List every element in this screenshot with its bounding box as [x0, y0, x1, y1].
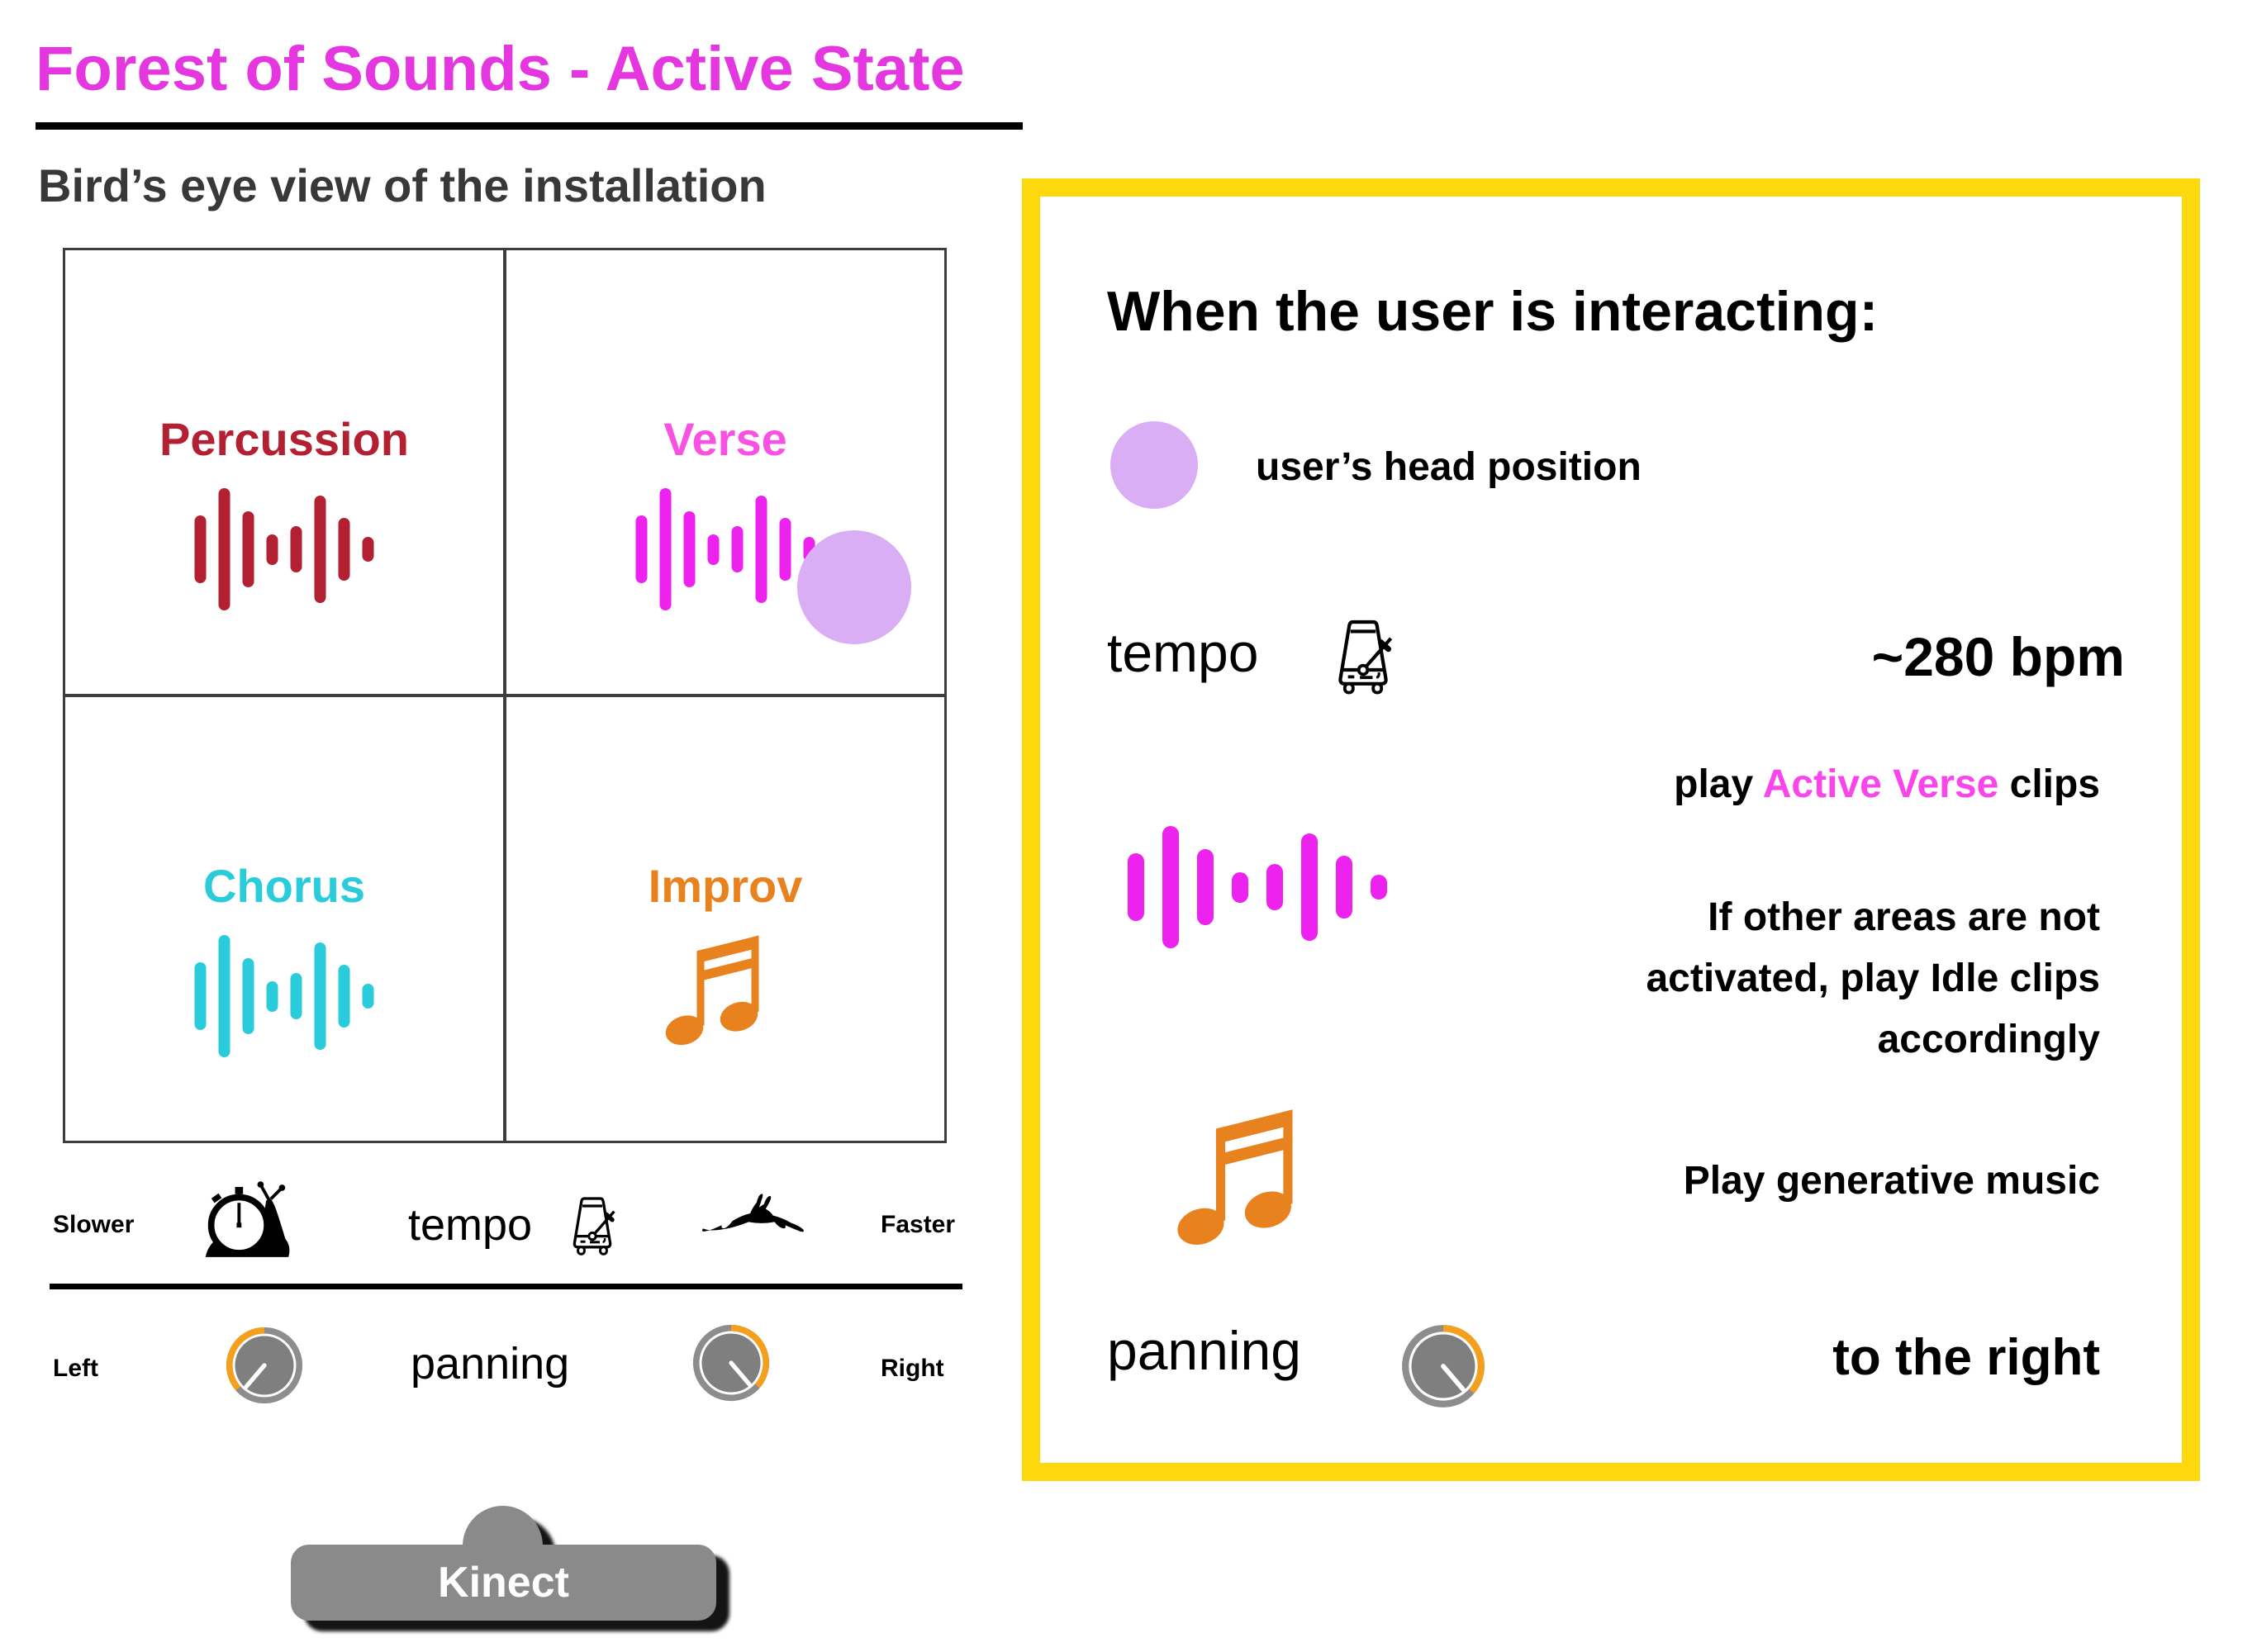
- waveform-icon: [1128, 826, 1387, 948]
- idle-line-2: activated, play Idle clips: [1646, 957, 2100, 1000]
- quadrant-chorus: Chorus: [65, 694, 503, 1141]
- quadrant-verse: Verse: [503, 250, 944, 694]
- head-position-marker: [797, 530, 911, 644]
- tempo-max-label: Faster: [881, 1211, 956, 1238]
- quadrant-percussion: Percussion: [65, 250, 503, 694]
- music-note-icon: [663, 919, 787, 1049]
- quadrant-label: Chorus: [203, 860, 365, 912]
- metronome-icon: [1328, 601, 1398, 712]
- panning-row-label: panning: [1107, 1320, 1301, 1381]
- idle-behavior-text: If other areas are not activated, play I…: [1646, 887, 2100, 1070]
- pan-right-knob-icon: [691, 1323, 771, 1403]
- snail-stopwatch-icon: [202, 1180, 314, 1260]
- info-panel-heading: When the user is interacting:: [1107, 280, 1879, 343]
- quadrant-label: Verse: [663, 413, 787, 465]
- panning-value: to the right: [1832, 1329, 2100, 1386]
- rabbit-icon: [701, 1190, 806, 1238]
- pan-right-knob-icon: [1400, 1323, 1486, 1409]
- installation-floorplan: Percussion Verse Chorus Improv: [63, 248, 947, 1143]
- idle-line-1: If other areas are not: [1708, 895, 2100, 939]
- head-position-legend-icon: [1110, 421, 1198, 509]
- tempo-value: ~280 bpm: [1871, 626, 2125, 687]
- panning-max-label: Right: [881, 1355, 944, 1382]
- verse-behavior-line: play Active Verse clips: [1674, 762, 2100, 807]
- verse-behavior-prefix: play: [1674, 762, 1763, 806]
- idle-line-3: accordingly: [1877, 1018, 2100, 1061]
- tempo-axis-label: tempo: [408, 1200, 533, 1250]
- music-note-icon: [1175, 1089, 1328, 1250]
- quadrant-improv: Improv: [503, 694, 944, 1141]
- panning-axis-label: panning: [411, 1339, 570, 1389]
- page-title: Forest of Sounds - Active State: [36, 34, 965, 104]
- waveform-icon: [194, 488, 374, 610]
- tempo-min-label: Slower: [53, 1211, 135, 1238]
- quadrant-label: Improv: [648, 860, 803, 912]
- panning-min-label: Left: [53, 1355, 98, 1382]
- metronome-icon: [565, 1184, 620, 1268]
- pan-left-knob-icon: [225, 1326, 304, 1405]
- kinect-label: Kinect: [438, 1559, 569, 1607]
- verse-behavior-highlight: Active Verse: [1762, 762, 1999, 806]
- waveform-icon: [635, 488, 815, 610]
- kinect-sensor: Kinect: [291, 1506, 716, 1621]
- verse-behavior-suffix: clips: [1998, 762, 2100, 806]
- generative-music-text: Play generative music: [1683, 1159, 2100, 1203]
- page-subtitle: Bird’s eye view of the installation: [38, 159, 767, 211]
- head-position-legend-label: user’s head position: [1256, 445, 1642, 489]
- axis-divider: [50, 1284, 962, 1289]
- quadrant-label: Percussion: [159, 413, 409, 465]
- tempo-row-label: tempo: [1107, 622, 1259, 683]
- kinect-body: [291, 1545, 716, 1621]
- title-underline: [36, 122, 1023, 130]
- info-panel: [1022, 178, 2200, 1481]
- waveform-icon: [194, 935, 374, 1057]
